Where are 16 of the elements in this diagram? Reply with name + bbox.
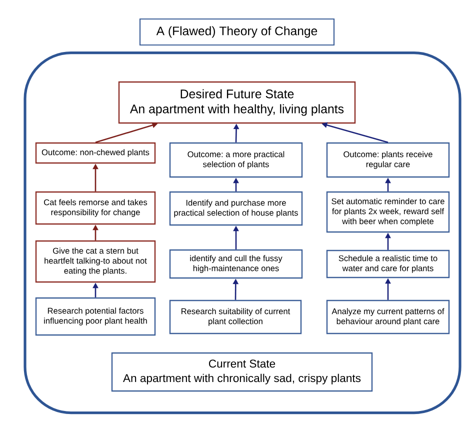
step-box: Research suitability of current plant collection [169,300,302,334]
step-box: Give the cat a stern but heartfelt talking-to about not eating the plants. [35,240,156,283]
rounded-frame [24,52,462,414]
state-box: Desired Future State An apartment with healthy, living plants [118,81,356,124]
step-box: Identify and purchase more practical selection of house plants [169,191,303,226]
step-box: Set automatic reminder to care for plants 2x week, reward self with beer when complete [326,191,450,233]
step-box: Cat feels remorse and takes responsibility for change [35,191,156,225]
outcome-box: Outcome: a more practical selection of plants [169,142,303,178]
step-box: identify and cull the fussy high-maintenance ones [169,249,303,279]
outcome-box: Outcome: plants receive regular care [326,142,450,178]
outcome-box: Outcome: non-chewed plants [35,142,156,164]
step-box: Research potential factors influencing poor plant health [35,297,156,336]
step-box: Analyze my current patterns of behaviour around plant care [326,300,450,334]
title-box: A (Flawed) Theory of Change [139,18,335,46]
state-box: Current State An apartment with chronically sad, crispy plants [111,352,373,392]
step-box: Schedule a realistic time to water and care for plants [326,250,450,278]
